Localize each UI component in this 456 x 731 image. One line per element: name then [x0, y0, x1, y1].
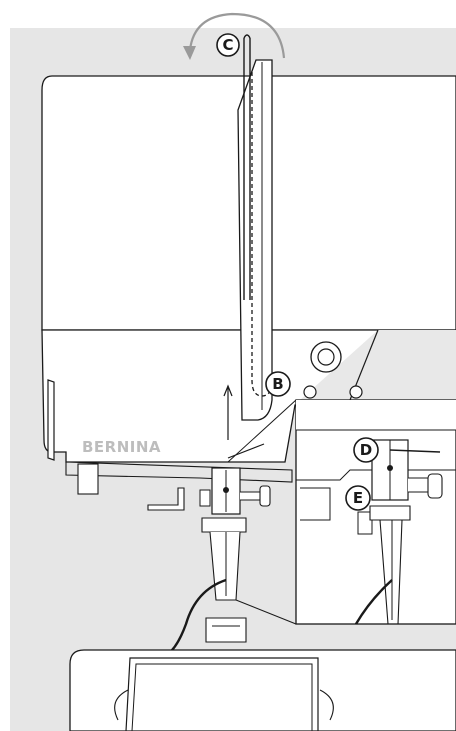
- callout-b: B: [265, 371, 291, 397]
- control-knob: [310, 341, 342, 373]
- inset-detail: [295, 399, 456, 625]
- small-button: [349, 385, 363, 399]
- callout-e: E: [345, 485, 371, 511]
- zoom-connector: [235, 599, 297, 625]
- thread-path-dashed: [251, 72, 273, 397]
- take-up-post-top: [243, 34, 251, 39]
- callout-d: D: [353, 437, 379, 463]
- curved-rotation-arrow-icon: [188, 12, 286, 59]
- zoom-connector: [227, 399, 297, 463]
- thread-line: [167, 578, 227, 655]
- bobbin-cover: [114, 657, 334, 731]
- foot-left-block: [77, 463, 99, 495]
- brand-label: BERNINA: [82, 438, 161, 456]
- take-up-post: [243, 38, 251, 300]
- callout-c: C: [216, 33, 240, 57]
- small-button: [303, 385, 317, 399]
- callout-c-label: C: [222, 36, 233, 54]
- callout-b-label: B: [272, 375, 283, 393]
- up-arrowhead-icon: [223, 384, 233, 397]
- side-latch: [47, 379, 55, 461]
- front-panel-shade: [300, 330, 456, 400]
- callout-e-label: E: [353, 489, 363, 507]
- thread-channel: [237, 59, 273, 421]
- rotation-arrowhead-icon: [183, 46, 196, 60]
- thread-guide-left: [147, 487, 185, 511]
- callout-d-label: D: [360, 441, 372, 459]
